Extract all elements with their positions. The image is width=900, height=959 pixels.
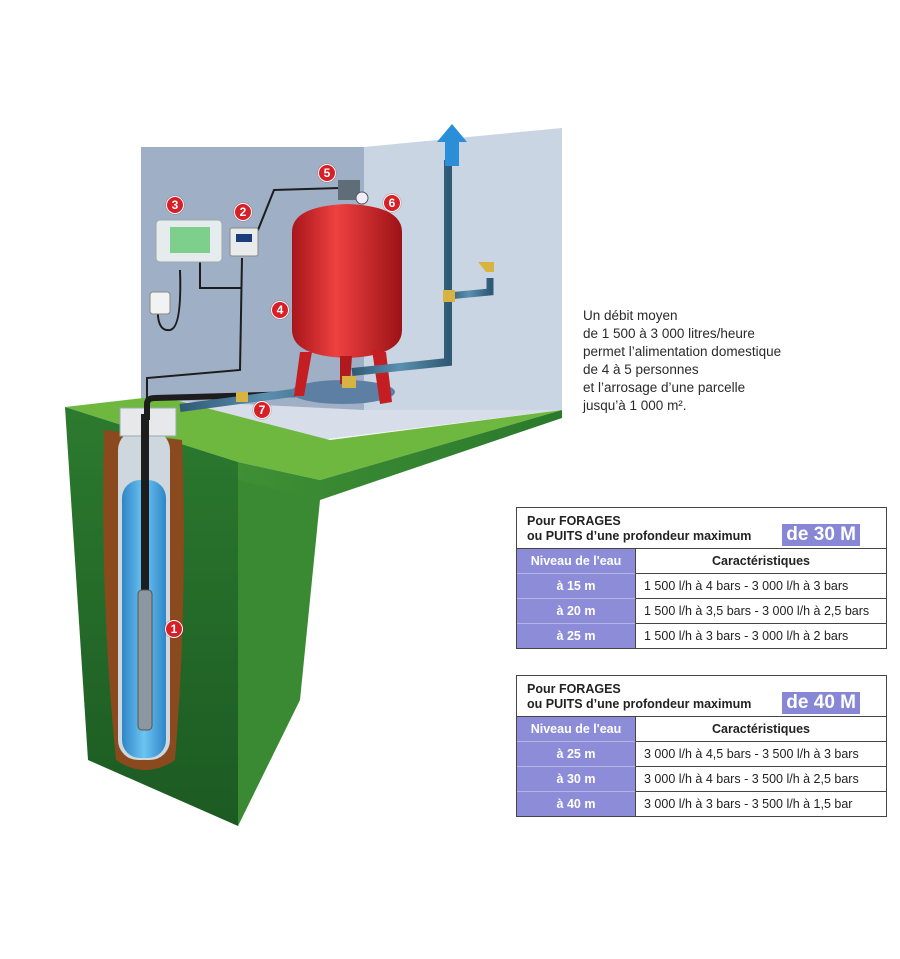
characteristics-cell: 3 000 l/h à 4 bars - 3 500 l/h à 2,5 bar… <box>635 766 886 792</box>
max-depth-badge: de 30 M <box>782 524 860 546</box>
control-cable <box>199 262 242 289</box>
spec-table-header: Pour FORAGES ou PUITS d’une profondeur m… <box>517 508 886 548</box>
description-line: Un débit moyen <box>583 308 678 323</box>
col-characteristics: Caractéristiques <box>635 716 886 742</box>
electric-cable <box>146 257 243 404</box>
description-line: et l’arrosage d’une parcelle <box>583 380 746 395</box>
floor-pipe-fitting <box>236 392 248 402</box>
submersible-pump <box>137 589 153 731</box>
tank-valve <box>342 376 356 388</box>
table-row: à 25 m 3 000 l/h à 4,5 bars - 3 500 l/h … <box>517 741 886 767</box>
tap-fitting <box>443 290 455 302</box>
callout-2: 2 <box>234 203 252 221</box>
table-row: à 30 m 3 000 l/h à 4 bars - 3 500 l/h à … <box>517 766 886 792</box>
outlet-pipe <box>351 160 452 376</box>
table-row: à 20 m 1 500 l/h à 3,5 bars - 3 000 l/h … <box>517 598 886 624</box>
water-level-cell: à 25 m <box>517 741 636 767</box>
characteristics-cell: 3 000 l/h à 4,5 bars - 3 500 l/h à 3 bar… <box>635 741 886 767</box>
socket-cable <box>156 269 182 332</box>
pressure-switch <box>338 180 360 200</box>
table-row: à 40 m 3 000 l/h à 3 bars - 3 500 l/h à … <box>517 791 886 816</box>
col-characteristics: Caractéristiques <box>635 548 886 574</box>
flow-up-arrow <box>437 124 467 166</box>
ground-top <box>65 396 562 480</box>
col-water-level: Niveau de l'eau <box>517 548 636 574</box>
callout-6: 6 <box>383 194 401 212</box>
water-level-cell: à 25 m <box>517 623 636 648</box>
callout-1: 1 <box>165 620 183 638</box>
characteristics-cell: 1 500 l/h à 3,5 bars - 3 000 l/h à 2,5 b… <box>635 598 886 624</box>
spec-table-40m: Pour FORAGES ou PUITS d’une profondeur m… <box>516 675 887 817</box>
spec-title-line2: ou PUITS d’une profondeur maximum <box>527 529 752 543</box>
water-level-cell: à 30 m <box>517 766 636 792</box>
water-level-cell: à 15 m <box>517 573 636 599</box>
garden-tap <box>478 262 494 272</box>
callout-5: 5 <box>318 164 336 182</box>
callout-4: 4 <box>271 301 289 319</box>
tank-leg-right <box>372 350 392 404</box>
water-level-cell: à 40 m <box>517 791 636 816</box>
spec-table-30m: Pour FORAGES ou PUITS d’une profondeur m… <box>516 507 887 649</box>
tank-leg-left <box>294 352 312 396</box>
wall-socket <box>149 291 171 315</box>
description-line: de 4 à 5 personnes <box>583 362 699 377</box>
ground-side-lower <box>238 480 320 826</box>
callout-7: 7 <box>253 401 271 419</box>
characteristics-cell: 1 500 l/h à 4 bars - 3 000 l/h à 3 bars <box>635 573 886 599</box>
description-line: jusqu’à 1 000 m². <box>583 398 687 413</box>
description-line: de 1 500 à 3 000 litres/heure <box>583 326 755 341</box>
table-header-row: Niveau de l'eau Caractéristiques <box>517 716 886 742</box>
spec-title-line2: ou PUITS d’une profondeur maximum <box>527 697 752 711</box>
water-level-cell: à 20 m <box>517 598 636 624</box>
table-row: à 25 m 1 500 l/h à 3 bars - 3 000 l/h à … <box>517 623 886 648</box>
callout-3: 3 <box>166 196 184 214</box>
control-panel-display <box>236 234 252 242</box>
side-wall <box>364 128 562 430</box>
max-depth-badge: de 40 M <box>782 692 860 714</box>
tap-pipe <box>447 278 494 300</box>
pump-rising-pipe <box>141 414 149 594</box>
spec-grid: Niveau de l'eau Caractéristiques à 25 m … <box>517 716 886 816</box>
pressure-tank <box>292 204 402 358</box>
spec-grid: Niveau de l'eau Caractéristiques à 15 m … <box>517 548 886 648</box>
col-water-level: Niveau de l'eau <box>517 716 636 742</box>
pressure-gauge <box>355 191 369 205</box>
tank-shadow <box>291 380 395 404</box>
spec-title-line1: Pour FORAGES <box>527 514 621 528</box>
description-line: permet l’alimentation domestique <box>583 344 782 359</box>
table-row: à 15 m 1 500 l/h à 4 bars - 3 000 l/h à … <box>517 573 886 599</box>
characteristics-cell: 3 000 l/h à 3 bars - 3 500 l/h à 1,5 bar <box>635 791 886 816</box>
flow-description: Un débit moyen de 1 500 à 3 000 litres/h… <box>583 307 823 415</box>
spec-title-line1: Pour FORAGES <box>527 682 621 696</box>
table-header-row: Niveau de l'eau Caractéristiques <box>517 548 886 574</box>
control-box-screen <box>170 227 210 253</box>
characteristics-cell: 1 500 l/h à 3 bars - 3 000 l/h à 2 bars <box>635 623 886 648</box>
spec-table-header: Pour FORAGES ou PUITS d’une profondeur m… <box>517 676 886 716</box>
